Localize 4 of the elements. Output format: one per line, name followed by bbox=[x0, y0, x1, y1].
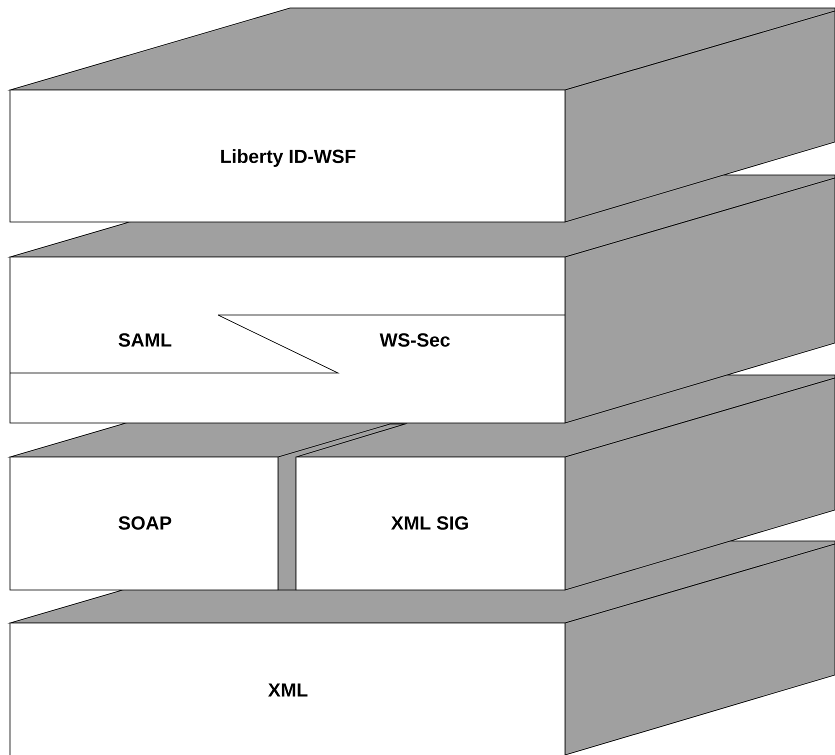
node-label: XML bbox=[268, 683, 308, 697]
layer-block: SOAP bbox=[10, 456, 278, 590]
layer-block: XML SIG bbox=[296, 456, 566, 590]
layer-block: SAML bbox=[10, 314, 340, 374]
